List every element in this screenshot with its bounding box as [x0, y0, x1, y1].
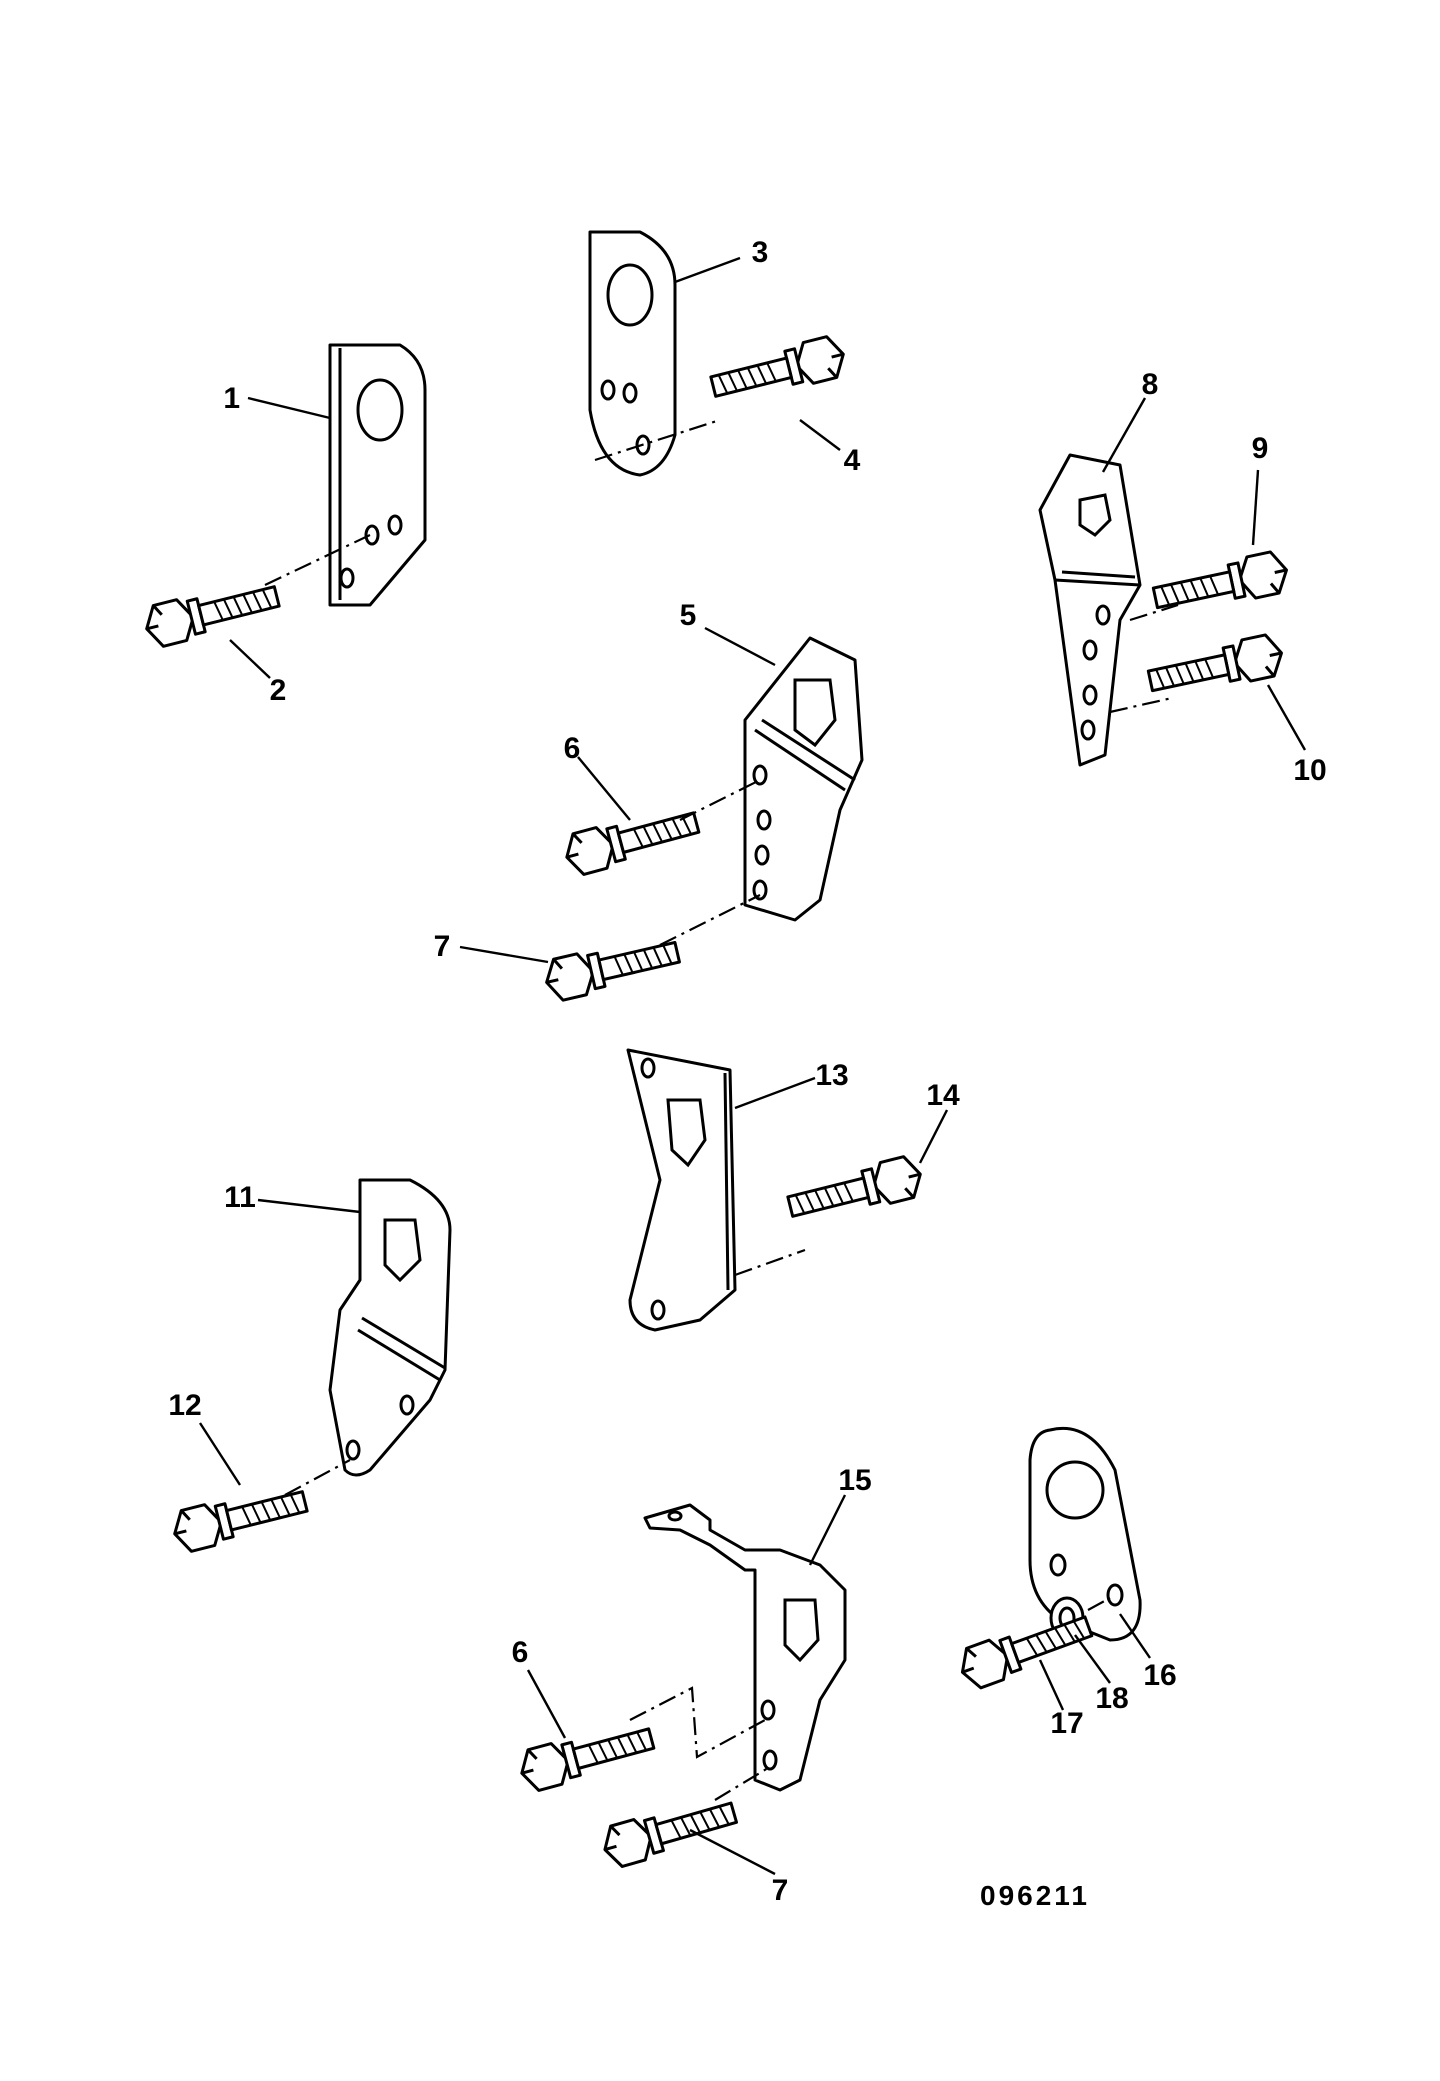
bolt-9 — [1149, 547, 1293, 620]
assembly-line — [1109, 696, 1173, 714]
bolt-7-upper — [540, 930, 684, 1005]
assembly-line — [264, 534, 371, 586]
assembly-line — [284, 1459, 351, 1496]
callout-6-lower: 6 — [512, 1636, 529, 1669]
assembly-line — [1129, 603, 1179, 622]
bolt-6-upper — [559, 800, 704, 879]
assembly-line — [1087, 1597, 1111, 1611]
bracket-16 — [1028, 1426, 1142, 1642]
callout-4: 4 — [844, 444, 861, 477]
callout-3: 3 — [752, 236, 769, 269]
callout-10: 10 — [1293, 754, 1326, 787]
callout-9: 9 — [1252, 432, 1269, 465]
callout-14: 14 — [926, 1079, 960, 1112]
callout-18: 18 — [1095, 1682, 1128, 1715]
bolt-10 — [1144, 630, 1288, 703]
reference-number: 096211 — [980, 1880, 1090, 1911]
bolt-17 — [953, 1605, 1098, 1694]
bracket-15 — [643, 1503, 847, 1792]
callout-16: 16 — [1143, 1659, 1176, 1692]
bracket-5 — [743, 636, 864, 922]
callout-7: 7 — [434, 930, 451, 963]
callout-15: 15 — [838, 1464, 871, 1497]
bracket-3 — [588, 230, 677, 477]
assembly-line — [714, 1767, 769, 1801]
callout-13: 13 — [815, 1059, 848, 1092]
bolt-6-lower — [514, 1716, 659, 1795]
bolt-7-lower — [597, 1790, 742, 1872]
callout-1: 1 — [223, 382, 240, 415]
bracket-13 — [626, 1048, 737, 1332]
assembly-line — [594, 418, 721, 462]
callout-17: 17 — [1050, 1707, 1083, 1740]
callout-5: 5 — [680, 599, 697, 632]
callout-11: 11 — [224, 1181, 256, 1214]
assembly-line — [679, 779, 761, 821]
bolt-14 — [783, 1152, 927, 1229]
assembly-line — [629, 1686, 766, 1759]
callout-labels: 1 2 3 4 5 6 7 8 9 10 11 12 13 14 15 6 7 … — [168, 236, 1326, 1907]
leader-lines — [198, 256, 1307, 1876]
callout-6: 6 — [564, 732, 581, 765]
bracket-11 — [328, 1178, 452, 1477]
bolt-2 — [140, 574, 284, 651]
bolt-4 — [706, 332, 850, 409]
bracket-8 — [1038, 453, 1142, 767]
callout-7-lower: 7 — [772, 1874, 789, 1907]
callout-2: 2 — [270, 674, 287, 707]
callout-12: 12 — [168, 1389, 201, 1422]
bracket-1 — [328, 343, 427, 607]
assembly-line — [734, 1248, 806, 1277]
callout-8: 8 — [1142, 368, 1159, 401]
